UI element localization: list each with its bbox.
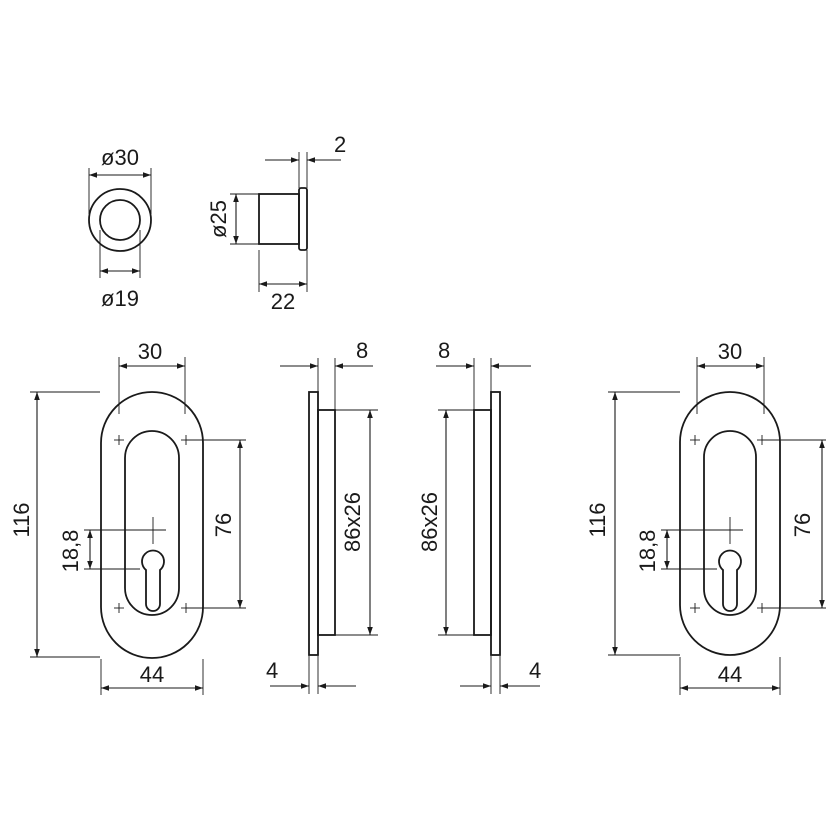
- left-hole-spacing-label: 76: [211, 513, 236, 537]
- right-offset-label: 18,8: [635, 530, 660, 573]
- right-hole-spacing-label: 76: [790, 513, 815, 537]
- right-bottom-width-label: 44: [718, 662, 742, 687]
- side-view-1: 8 86x26 4: [266, 338, 378, 694]
- right-front-view: 30 116 18,8 76 44: [585, 339, 826, 695]
- left-top-width-label: 30: [138, 339, 162, 364]
- keyhole-icon: [718, 549, 742, 612]
- side1-cutout-label: 86x26: [340, 492, 365, 552]
- side1-depth-label: 8: [356, 338, 368, 363]
- side2-depth-label: 8: [438, 338, 450, 363]
- left-height-label: 116: [9, 502, 34, 537]
- left-bottom-width-label: 44: [140, 662, 164, 687]
- right-height-label: 116: [585, 502, 610, 537]
- side-view-2: 8 86x26 4: [417, 338, 541, 694]
- keyhole-icon: [141, 549, 165, 612]
- side2-cutout-label: 86x26: [417, 492, 442, 552]
- left-offset-label: 18,8: [58, 530, 83, 573]
- ring-outer-diameter-label: ø30: [101, 145, 139, 170]
- side2-plate-label: 4: [529, 658, 541, 683]
- right-top-width-label: 30: [718, 339, 742, 364]
- left-front-view: 30 116 18,8 76 44: [9, 339, 246, 695]
- side1-plate-label: 4: [266, 658, 278, 683]
- cylinder-flange-label: 2: [334, 132, 346, 157]
- ring-front-view: ø30 ø19: [88, 145, 152, 311]
- cylinder-diameter-label: ø25: [206, 200, 231, 238]
- cylinder-length-label: 22: [271, 289, 295, 314]
- cylinder-side-view: ø25 2 22: [206, 132, 346, 314]
- ring-inner-diameter-label: ø19: [101, 286, 139, 311]
